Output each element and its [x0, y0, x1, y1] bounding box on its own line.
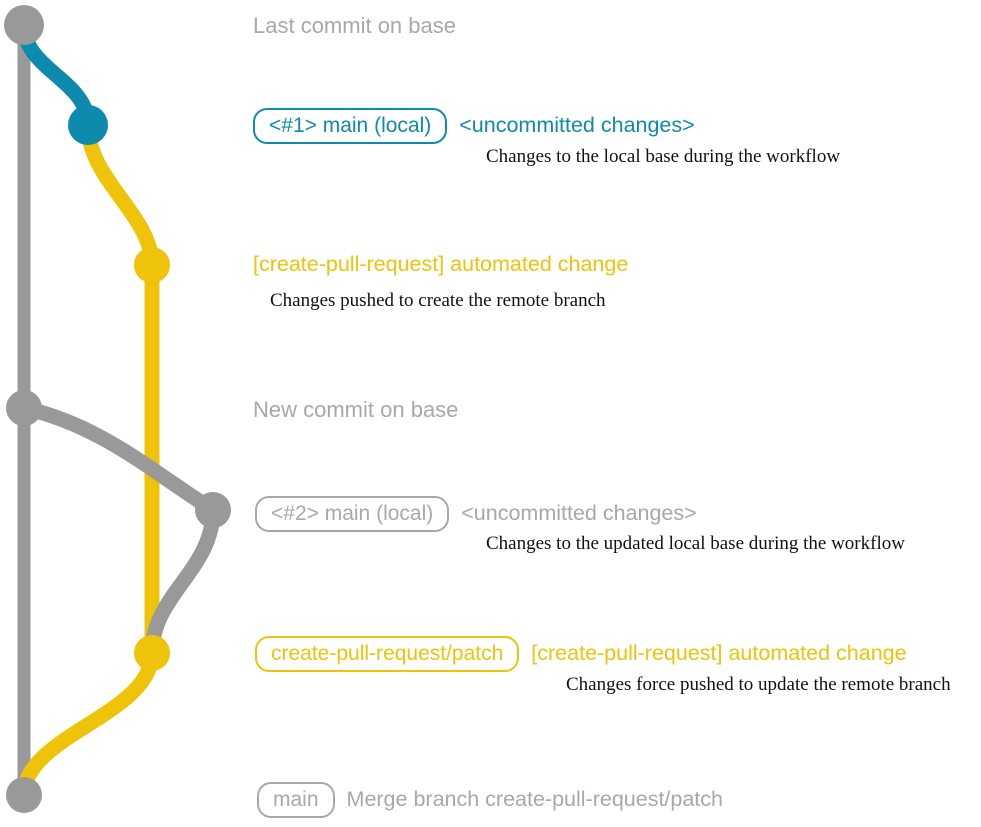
entry-merge-commit: main Merge branch create-pull-request/pa…	[257, 782, 723, 818]
commit-node-base-new[interactable]	[6, 390, 42, 426]
description-automated-change-2: Changes force pushed to update the remot…	[566, 674, 951, 695]
entry-local-change-1: <#1> main (local) <uncommitted changes>	[253, 108, 695, 144]
subject-automated-change-1: [create-pull-request] automated change	[253, 252, 629, 276]
remote-branch-line-2	[16, 645, 160, 803]
local-to-remote-line-2	[144, 502, 221, 661]
description-automated-change-1: Changes pushed to create the remote bran…	[270, 290, 606, 311]
description-local-change-1: Changes to the local base during the wor…	[486, 146, 841, 167]
ref-pill-create-pull-request-patch[interactable]: create-pull-request/patch	[255, 636, 520, 672]
subject-merge-commit: Merge branch create-pull-request/patch	[346, 787, 723, 812]
commit-node-automated-1[interactable]	[134, 247, 170, 283]
entry-local-change-2: <#2> main (local) <uncommitted changes>	[255, 496, 697, 532]
description-local-change-2: Changes to the updated local base during…	[486, 533, 905, 554]
subject-uncommitted-changes-1: <uncommitted changes>	[459, 113, 695, 138]
heading-last-commit-on-base: Last commit on base	[253, 13, 456, 38]
ref-pill-main-local-2[interactable]: <#2> main (local)	[255, 496, 450, 532]
heading-new-commit-on-base: New commit on base	[253, 397, 459, 422]
commit-node-local-1[interactable]	[68, 105, 108, 145]
commit-node-automated-2[interactable]	[134, 635, 170, 671]
subject-uncommitted-changes-2: <uncommitted changes>	[461, 501, 697, 526]
remote-branch-line-1	[80, 117, 160, 661]
ref-pill-main-local-1[interactable]: <#1> main (local)	[253, 108, 448, 144]
subject-automated-change-2: [create-pull-request] automated change	[531, 641, 907, 666]
entry-automated-change-2: create-pull-request/patch [create-pull-r…	[255, 636, 907, 672]
commit-node-base-last[interactable]	[4, 5, 44, 45]
commit-node-local-2[interactable]	[195, 492, 231, 528]
ref-pill-main[interactable]: main	[257, 782, 335, 818]
entry-automated-change-1: [create-pull-request] automated change	[253, 252, 629, 276]
commit-node-merge[interactable]	[6, 777, 42, 813]
local-branch-line-2	[16, 400, 221, 518]
